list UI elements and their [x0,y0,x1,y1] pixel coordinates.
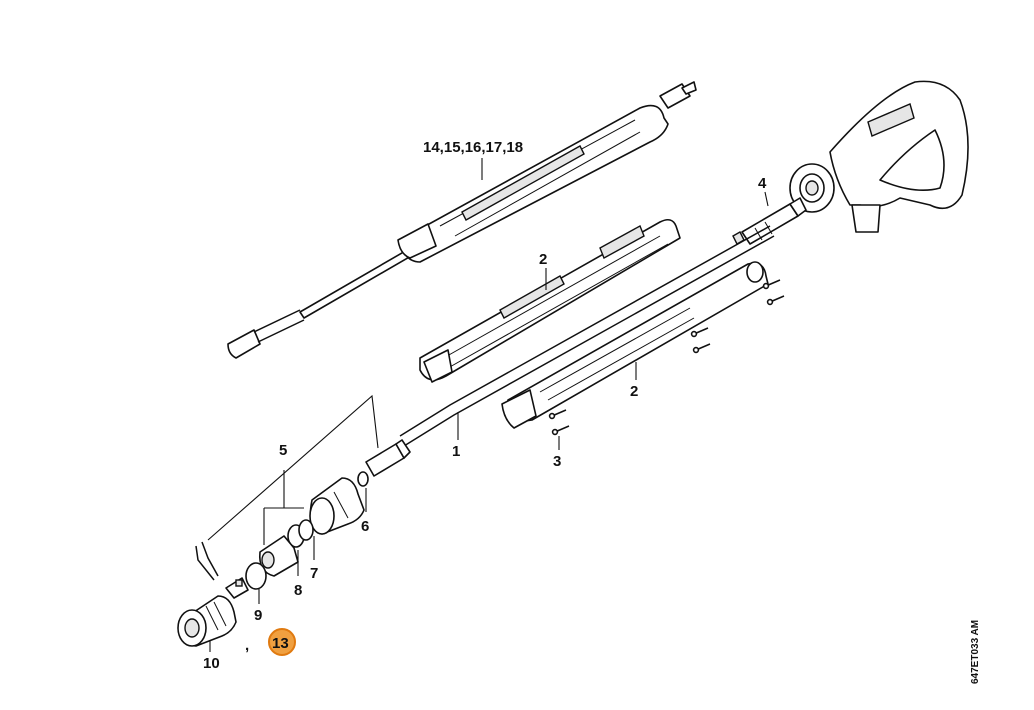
callout-1: 1 [452,443,460,460]
part-2-upper-shell[interactable] [419,218,681,383]
leader-4 [764,191,769,207]
callout-8: 8 [294,582,302,599]
callout-5: 5 [279,442,287,459]
part-6-o-ring[interactable] [357,471,369,487]
callout-7: 7 [310,565,318,582]
highlight-13-marker[interactable] [268,628,296,656]
callout-3: 3 [553,453,561,470]
callout-comma: , [245,637,249,654]
screws-3[interactable] [548,279,785,436]
callout-2b: 2 [630,383,638,400]
lance-assembly[interactable] [227,81,697,359]
callout-13: 13 [272,635,289,652]
spray-gun-handle[interactable] [789,80,969,233]
nozzle-tip[interactable] [225,577,249,599]
nozzle-insert[interactable] [258,535,299,577]
part-8-o-rings[interactable] [287,519,314,548]
part-9-o-ring[interactable] [245,562,267,590]
callout-9: 9 [254,607,262,624]
part-10-nozzle-cap[interactable] [177,595,237,647]
callout-2a: 2 [539,251,547,268]
drawing-code: 647ET033 AM [970,620,981,684]
callout-14-18: 14,15,16,17,18 [423,139,523,156]
part-7-cap[interactable] [309,477,365,535]
callout-6: 6 [361,518,369,535]
callout-4: 4 [758,175,767,192]
part-1-lance-tube[interactable] [365,225,775,477]
wire-clip[interactable] [195,541,219,581]
leader-5-group [207,394,379,545]
callout-10: 10 [203,655,220,672]
